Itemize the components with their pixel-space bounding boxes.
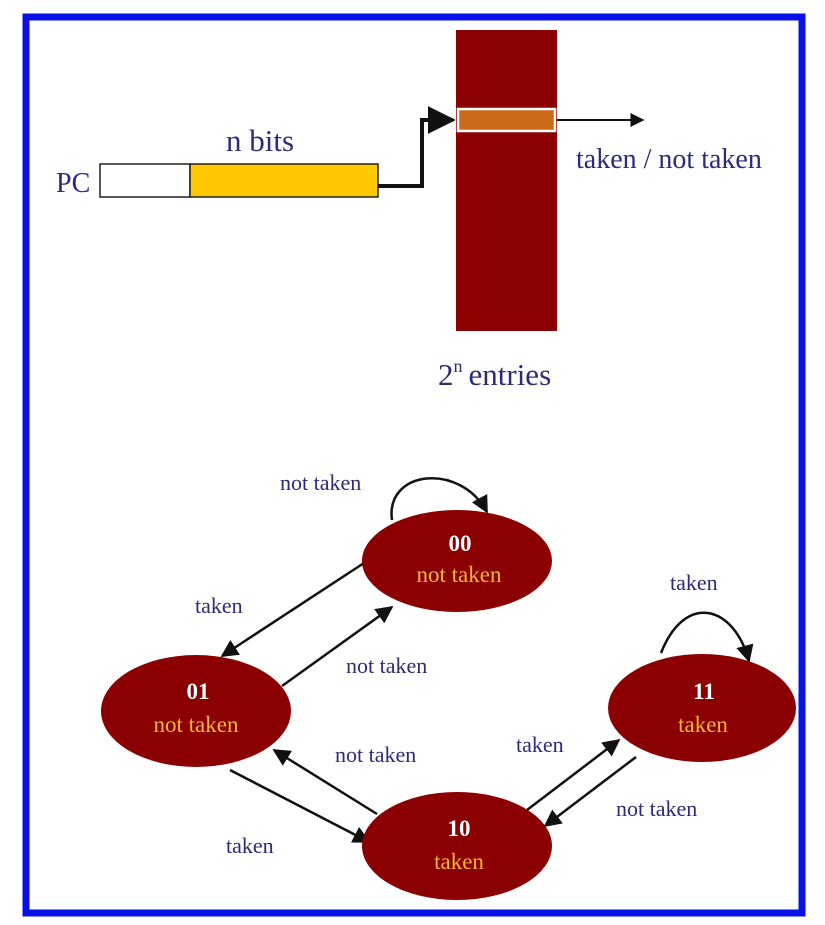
state-01: 01 not taken: [101, 655, 291, 767]
outer-frame: [22, 13, 806, 917]
selected-table-entry: [456, 107, 557, 133]
state-11-label: taken: [678, 712, 728, 737]
state-10: 10 taken: [362, 792, 552, 900]
pc-label: PC: [56, 168, 90, 199]
transition-00-to-01: [220, 561, 365, 658]
state-10-node: [362, 792, 552, 900]
state-10-label: taken: [434, 849, 484, 874]
transition-10-to-01: [272, 748, 378, 816]
label-00-to-01: taken: [195, 593, 243, 618]
entries-word: entries: [469, 357, 552, 392]
state-01-code: 01: [187, 679, 210, 704]
n-bits-label: n bits: [226, 123, 294, 158]
state-01-node: [101, 655, 291, 767]
state-11-node: [608, 654, 796, 762]
transition-00-self: [390, 477, 489, 521]
state-00-code: 00: [449, 531, 472, 556]
state-11-code: 11: [693, 679, 715, 704]
label-11-to-10: not taken: [616, 796, 697, 821]
transition-11-self: [659, 611, 754, 663]
pc-upper-bits-field: [99, 163, 191, 198]
label-00-self: not taken: [280, 470, 361, 495]
entries-base: 2: [438, 357, 454, 392]
label-10-to-11: taken: [516, 732, 564, 757]
state-00-node: [362, 510, 552, 612]
state-11: 11 taken: [608, 654, 796, 762]
transition-11-to-10: [543, 756, 637, 828]
entries-exponent: n: [454, 356, 463, 376]
state-01-label: not taken: [154, 712, 239, 737]
transition-01-to-00: [281, 605, 394, 688]
index-arrow: [378, 106, 456, 188]
prediction-table: [456, 30, 557, 331]
table-size-label: 2n entries: [438, 356, 551, 392]
label-01-to-00: not taken: [346, 653, 427, 678]
state-10-code: 10: [448, 816, 471, 841]
state-00: 00 not taken: [362, 510, 552, 612]
label-01-to-10: taken: [226, 833, 274, 858]
label-11-self: taken: [670, 570, 718, 595]
output-label: taken / not taken: [576, 144, 762, 175]
state-00-label: not taken: [417, 562, 502, 587]
transition-10-to-11: [526, 738, 621, 811]
pc-index-bits-field: [189, 163, 379, 198]
label-10-to-01: not taken: [335, 742, 416, 767]
transition-01-to-10: [229, 768, 371, 844]
